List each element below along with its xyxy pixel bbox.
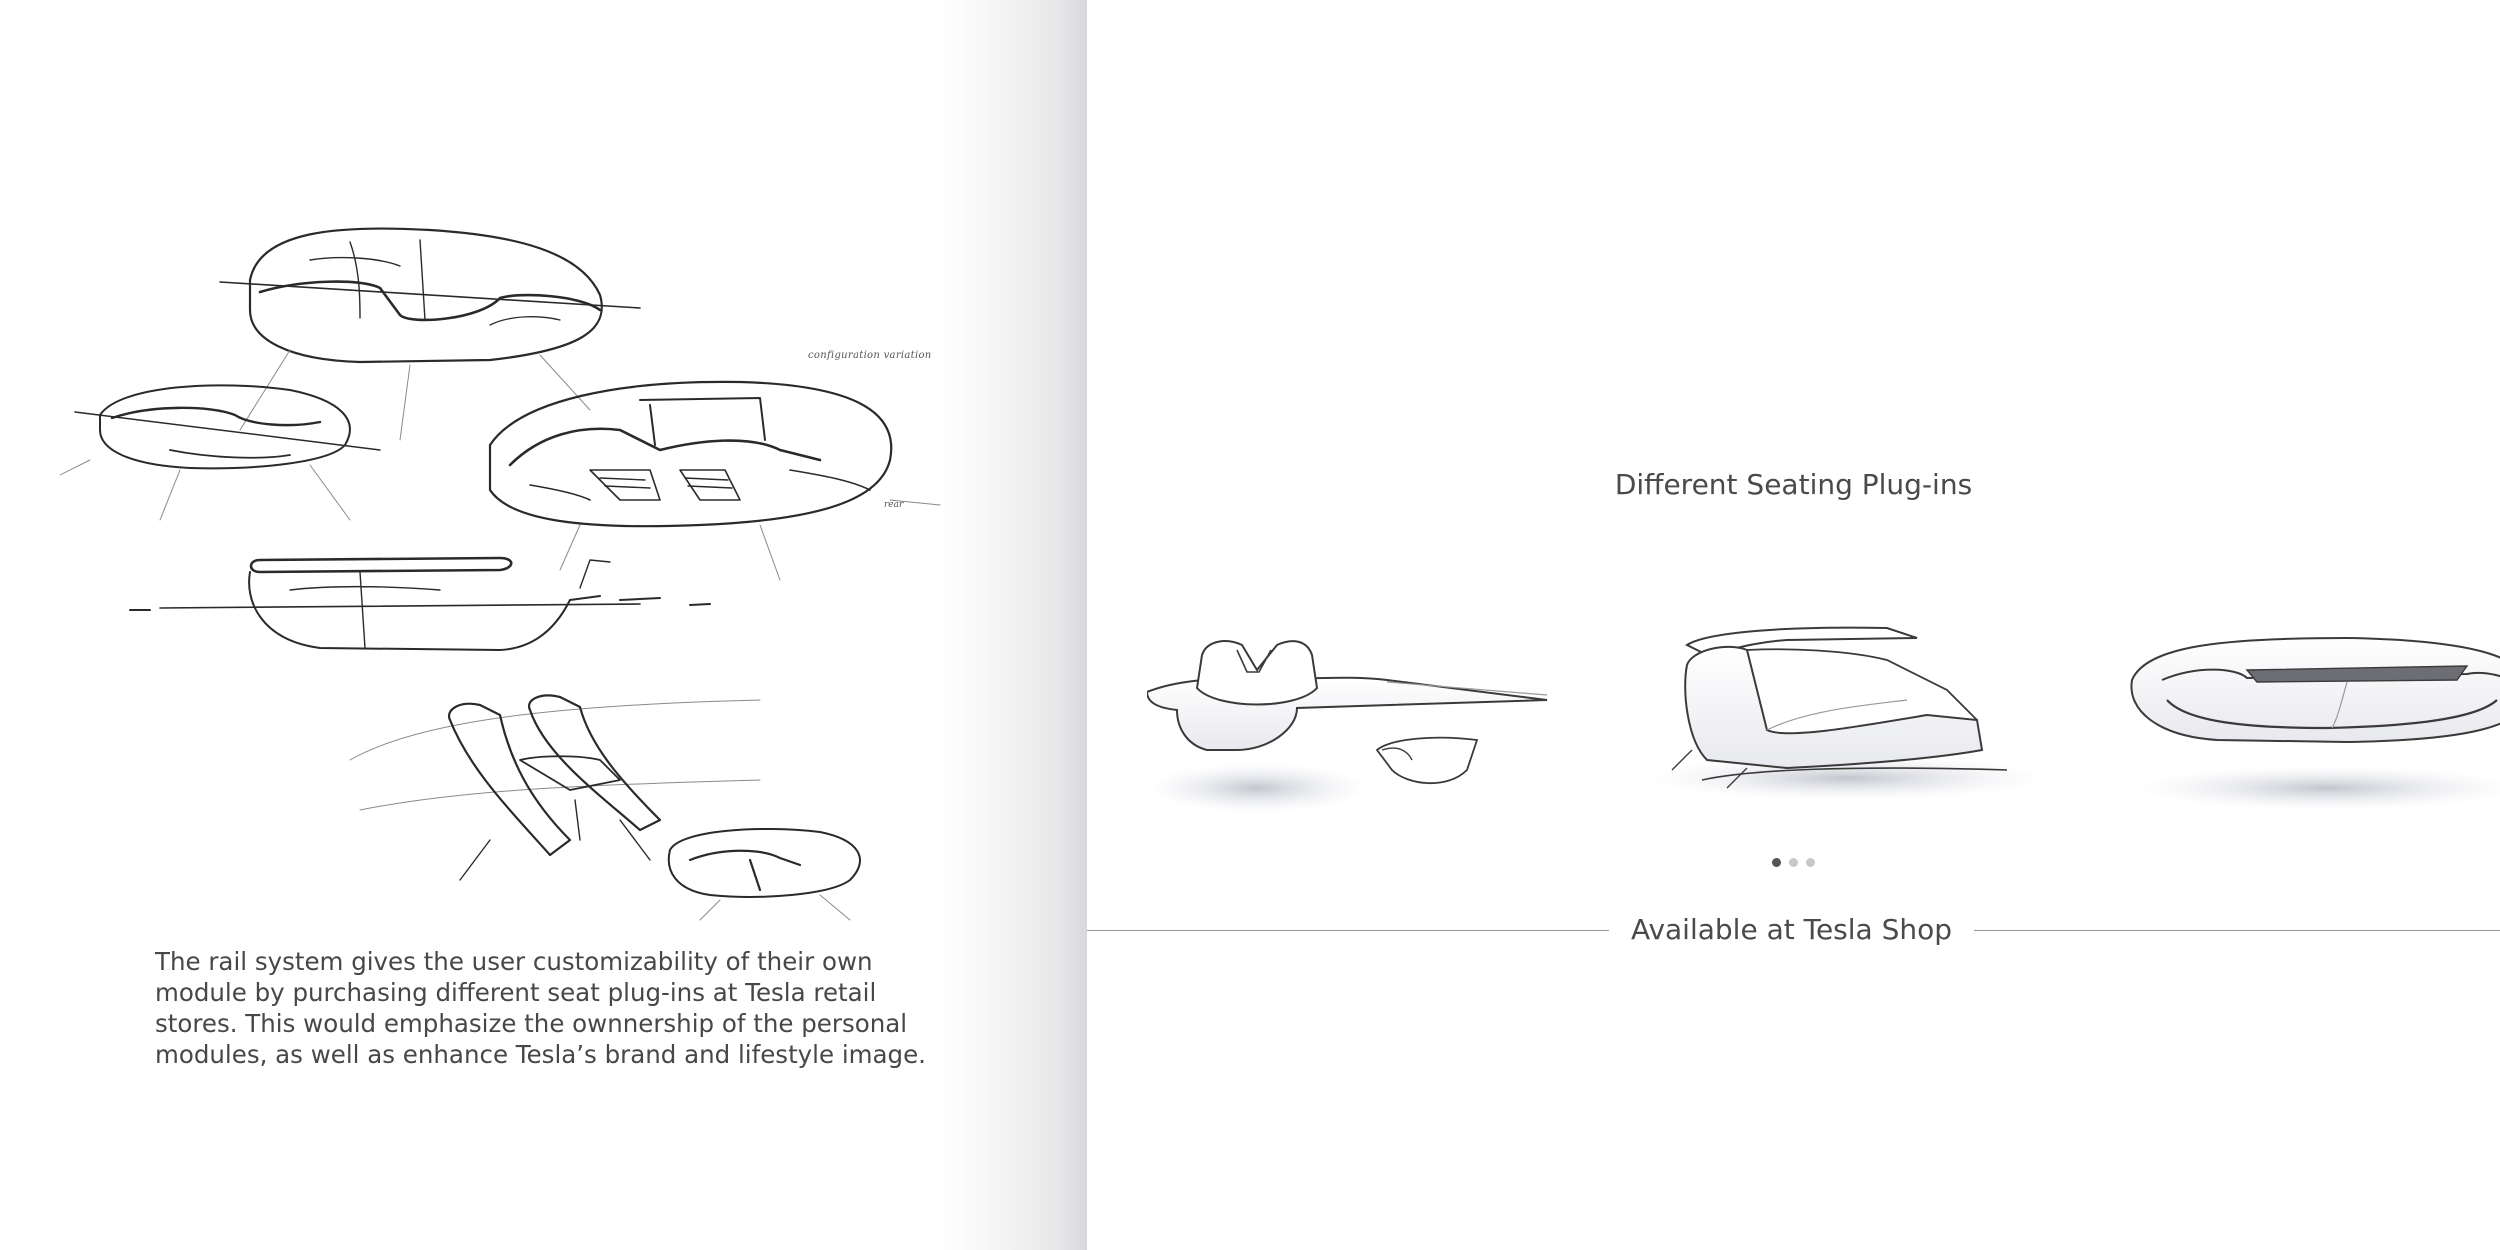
shop-label: Available at Tesla Shop <box>1630 913 1953 946</box>
sketch-annotation-rear: rear <box>884 500 904 510</box>
carousel-dot-1[interactable] <box>1772 858 1781 867</box>
book-gutter <box>1085 0 1087 1250</box>
plugin-render-lounge <box>1647 626 2047 800</box>
plugin-render-single-seat <box>1147 640 1548 813</box>
shop-rule-right <box>1974 930 2500 931</box>
sketch-module-right-open <box>488 380 941 581</box>
carousel-indicator <box>1772 858 1832 870</box>
sketch-module-left <box>60 384 381 521</box>
page-caption: The rail system gives the user customiza… <box>155 947 926 1069</box>
right-page: Different Seating Plug-ins <box>1087 0 2500 1250</box>
left-page: configuration variation rear The rail sy… <box>0 0 1086 1250</box>
seating-plugin-renders <box>1147 610 2500 840</box>
plugin-render-strip <box>1147 626 2500 813</box>
sketch-module-top <box>219 227 641 441</box>
plugin-render-bench <box>2130 636 2500 810</box>
sketch-seats-perspective <box>349 694 861 921</box>
shop-rule-left <box>1087 930 1609 931</box>
interior-sketch-sheet <box>60 200 960 930</box>
sketch-module-side <box>129 556 711 651</box>
sketch-drawings <box>60 227 941 921</box>
carousel-dot-3[interactable] <box>1806 858 1815 867</box>
carousel-dot-2[interactable] <box>1789 858 1798 867</box>
sketch-annotation-config: configuration variation <box>808 350 932 361</box>
section-title: Different Seating Plug-ins <box>1614 468 1973 501</box>
